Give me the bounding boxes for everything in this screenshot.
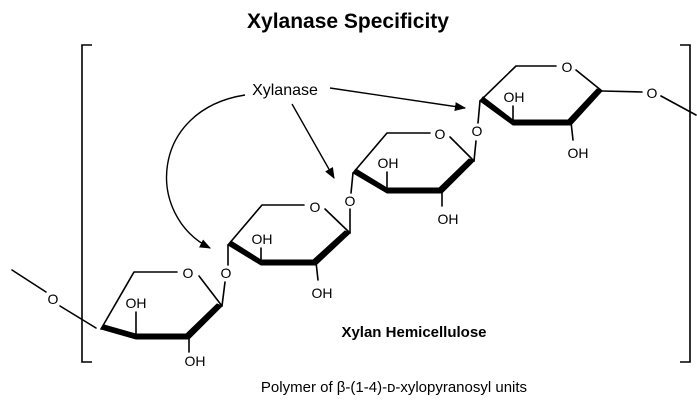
xylanase-label: Xylanase (252, 82, 318, 99)
glycosidic-oxygen-1-2: O (221, 265, 232, 281)
ring-2-oh-bottom: OH (312, 285, 333, 301)
xylose-ring-1: O OH OH (100, 265, 226, 369)
arrow-to-bond-2 (291, 103, 335, 179)
ring-1-front-edge (100, 303, 223, 340)
ring-3-oh-bottom: OH (438, 211, 459, 227)
ring-4-oxygen: O (562, 59, 573, 75)
arrow-to-bond-3 (329, 87, 467, 111)
ring-3-oxygen: O (435, 126, 446, 142)
ring-3-oh-top: OH (378, 155, 399, 171)
ring-1-oxygen: O (183, 265, 194, 281)
ring-4-oh-top: OH (504, 89, 525, 105)
xylose-ring-3: O OH OH (352, 126, 477, 227)
arrow-to-bond-1 (166, 94, 246, 249)
xylan-hemicellulose-label: Xylan Hemicellulose (341, 324, 486, 341)
glycosidic-oxygen-right: O (647, 85, 658, 101)
ring-1-oh-top: OH (126, 295, 147, 311)
right-bracket (680, 44, 691, 363)
chain-end-bond-2 (660, 95, 697, 116)
xylose-ring-4: O OH OH (479, 59, 603, 161)
ring-2-oh-top: OH (252, 231, 273, 247)
ring-1-oh-bottom: OH (185, 353, 206, 369)
chain-start-bond-2 (59, 305, 97, 329)
chain-start-bond (11, 269, 47, 293)
ring-4-front-edge (479, 88, 603, 126)
glycosidic-oxygen-2-3: O (345, 193, 356, 209)
polymer-caption: Polymer of β-(1-4)-ᴅ-xylopyranosyl units (261, 379, 527, 396)
chain-end-bond (601, 90, 643, 93)
diagram-title: Xylanase Specificity (247, 10, 449, 33)
ring-3-front-edge (352, 158, 475, 194)
xylose-ring-2: O OH OH (227, 199, 351, 301)
ring-2-front-edge (227, 230, 351, 266)
glycosidic-oxygen-left: O (48, 291, 59, 307)
left-bracket (81, 44, 92, 363)
ring-4-oh-bottom: OH (568, 145, 589, 161)
ring-2-oxygen: O (310, 199, 321, 215)
glycosidic-oxygen-3-4: O (472, 123, 483, 139)
